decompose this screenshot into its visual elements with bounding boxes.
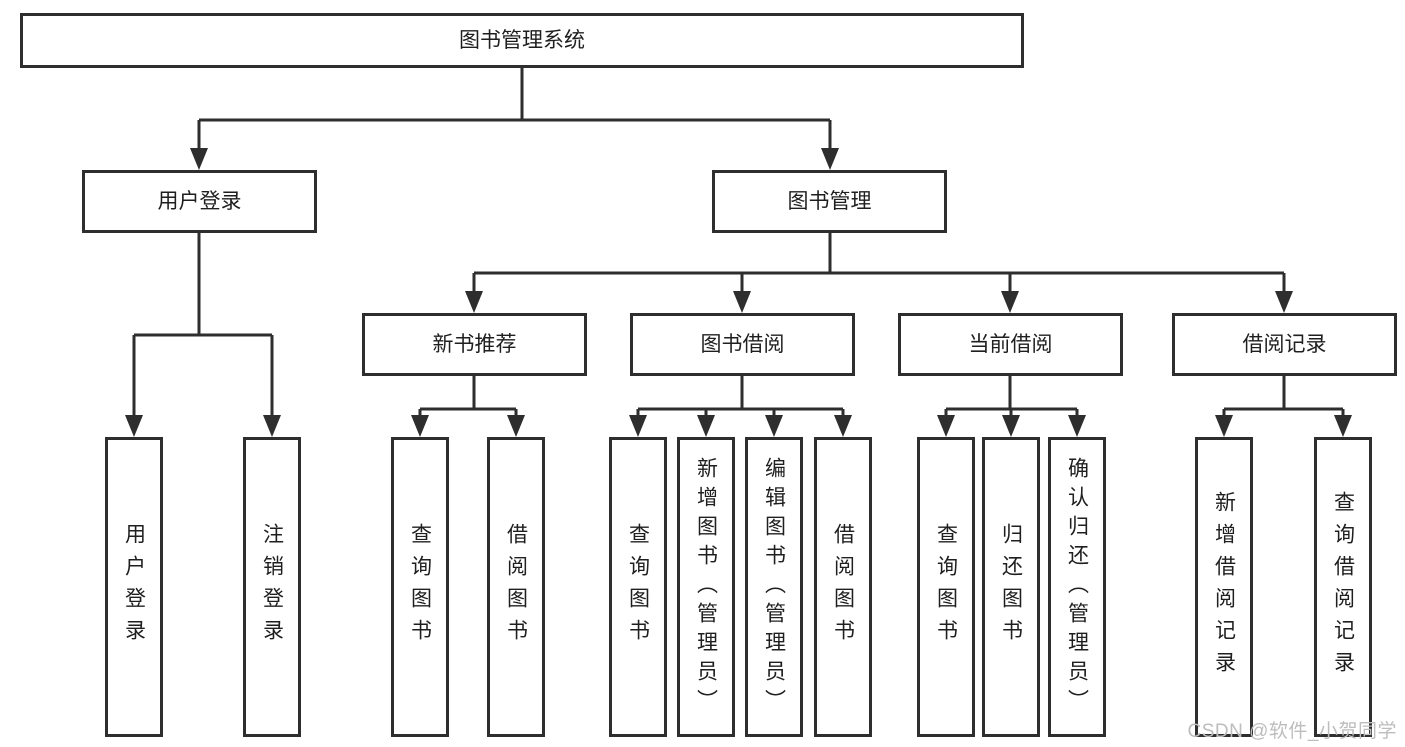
leaf-query-borrow-record-label: 查询借阅记录	[1331, 491, 1355, 683]
leaf-add-borrow-record-label: 新增借阅记录	[1212, 491, 1236, 683]
leaf-borrow-books-borrowing: 借阅图书	[814, 437, 872, 737]
leaf-edit-books-admin: 编辑图书（管理员）	[745, 437, 803, 737]
node-new-book-recommendation: 新书推荐	[362, 313, 587, 376]
leaf-query-books-current: 查询图书	[917, 437, 975, 737]
leaf-query-books-current-label: 查询图书	[934, 523, 958, 651]
leaf-edit-books-admin-label: 编辑图书（管理员）	[762, 456, 786, 718]
node-book-borrowing: 图书借阅	[630, 313, 855, 376]
edges-root	[190, 68, 839, 170]
leaf-query-borrow-record: 查询借阅记录	[1314, 437, 1372, 737]
leaf-query-books-recommend-label: 查询图书	[408, 523, 432, 651]
edges-book-borrowing	[629, 376, 852, 437]
leaf-confirm-return-admin-label: 确认归还（管理员）	[1065, 456, 1089, 718]
node-current-borrowing-label: 当前借阅	[968, 332, 1053, 356]
leaf-query-books-borrowing: 查询图书	[609, 437, 667, 737]
csdn-watermark: CSDN @软件_小贺同学	[1187, 721, 1397, 742]
leaf-user-login-label: 用户登录	[122, 523, 146, 651]
leaf-borrow-books-recommend-label: 借阅图书	[504, 523, 528, 651]
node-borrowing-records-label: 借阅记录	[1242, 332, 1327, 356]
edges-user-login	[125, 233, 281, 437]
leaf-confirm-return-admin: 确认归还（管理员）	[1048, 437, 1106, 737]
leaf-borrow-books-borrowing-label: 借阅图书	[831, 523, 855, 651]
leaf-query-books-borrowing-label: 查询图书	[626, 523, 650, 651]
node-current-borrowing: 当前借阅	[898, 313, 1123, 376]
leaf-return-books: 归还图书	[982, 437, 1040, 737]
leaf-add-books-admin-label: 新增图书（管理员）	[694, 456, 718, 718]
edges-current-borrowing	[937, 376, 1086, 437]
node-library-system: 图书管理系统	[20, 13, 1024, 68]
node-user-login-label: 用户登录	[157, 189, 242, 213]
edges-book-management	[465, 233, 1293, 313]
leaf-query-books-recommend: 查询图书	[391, 437, 449, 737]
node-borrowing-records: 借阅记录	[1172, 313, 1397, 376]
edges-new-book-recommendation	[411, 376, 525, 437]
leaf-logout-label: 注销登录	[260, 523, 284, 651]
node-book-borrowing-label: 图书借阅	[700, 332, 785, 356]
leaf-borrow-books-recommend: 借阅图书	[487, 437, 545, 737]
node-library-system-label: 图书管理系统	[459, 28, 585, 52]
node-new-book-recommendation-label: 新书推荐	[432, 332, 517, 356]
node-book-management: 图书管理	[712, 170, 947, 233]
leaf-add-books-admin: 新增图书（管理员）	[677, 437, 735, 737]
leaf-return-books-label: 归还图书	[999, 523, 1023, 651]
leaf-logout: 注销登录	[243, 437, 301, 737]
node-user-login: 用户登录	[82, 170, 317, 233]
leaf-user-login: 用户登录	[105, 437, 163, 737]
edges-borrowing-records	[1215, 376, 1352, 437]
node-book-management-label: 图书管理	[787, 189, 872, 213]
leaf-add-borrow-record: 新增借阅记录	[1195, 437, 1253, 737]
